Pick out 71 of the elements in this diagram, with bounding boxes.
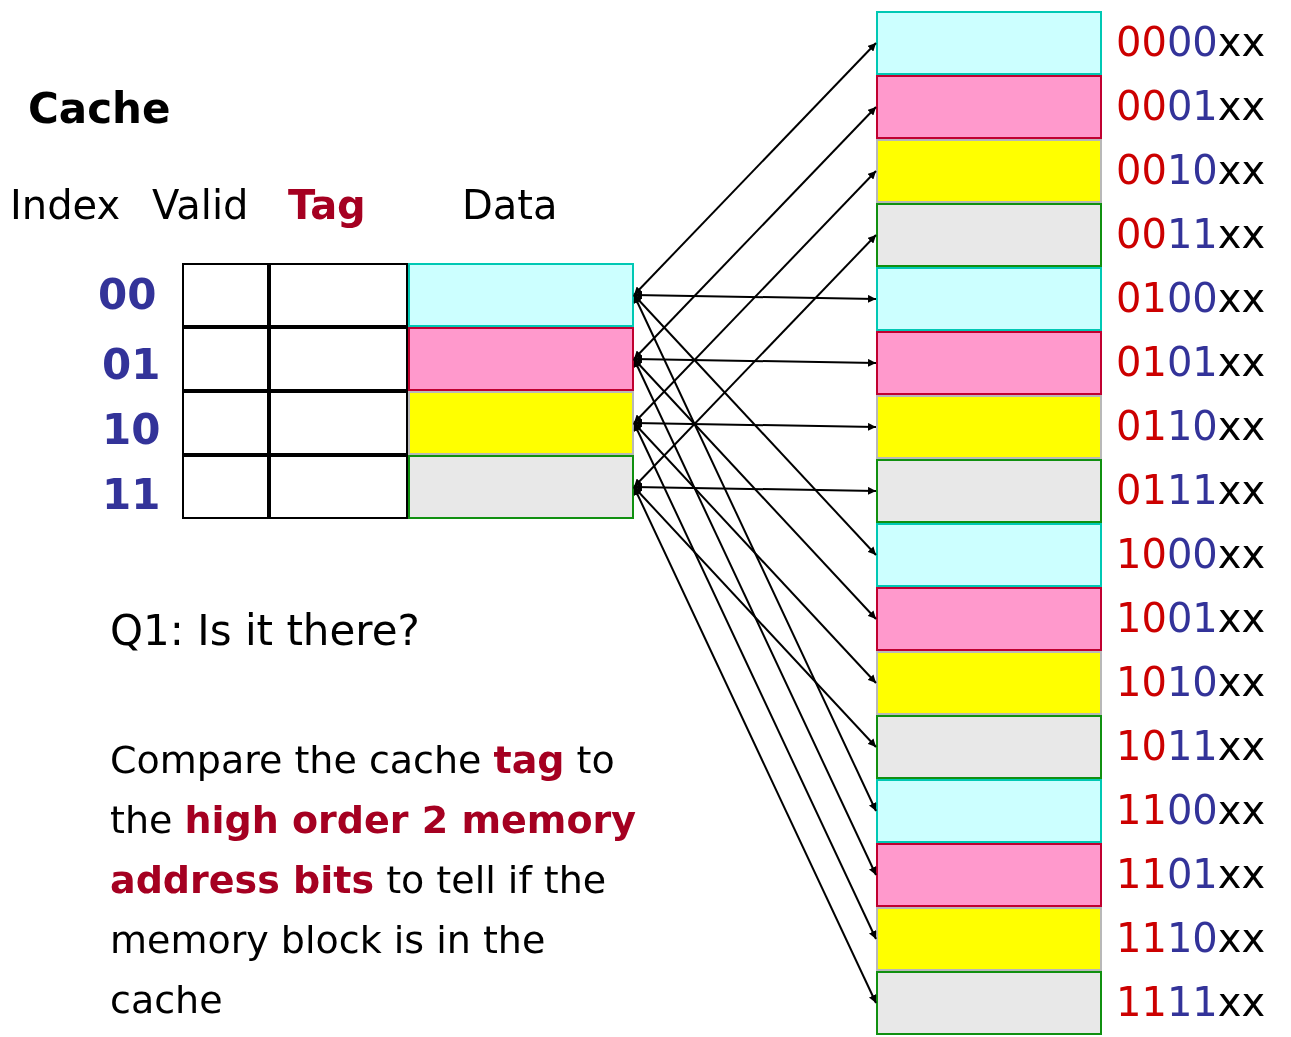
tag-cell: [269, 327, 408, 391]
question-text: Q1: Is it there?: [110, 606, 420, 655]
tag-cell: [269, 391, 408, 455]
memory-block: [876, 715, 1102, 779]
data-cell: [408, 391, 634, 455]
data-cell: [408, 455, 634, 519]
double-arrow: [633, 422, 877, 684]
column-header: Valid: [152, 182, 249, 228]
memory-block: [876, 139, 1102, 203]
explanation-text: Compare the cache tag to the high order 2 memory address bits to tell if the memory block is in the cache: [110, 737, 638, 1024]
index-label: 00: [98, 270, 157, 319]
memory-block: [876, 11, 1102, 75]
section-heading: Cache: [28, 84, 171, 133]
memory-block: [876, 907, 1102, 971]
double-arrow: [633, 294, 877, 812]
double-arrow: [633, 294, 877, 556]
index-label: 10: [102, 405, 161, 454]
double-arrow: [633, 483, 877, 495]
address-label: 0100xx: [1116, 275, 1266, 321]
double-arrow: [633, 170, 877, 424]
valid-cell: [182, 391, 269, 455]
address-label: 0010xx: [1116, 147, 1266, 193]
memory-block: [876, 843, 1102, 907]
address-label: 0110xx: [1116, 403, 1266, 449]
double-arrow: [633, 419, 877, 431]
double-arrow: [633, 422, 877, 940]
tag-cell: [269, 455, 408, 519]
memory-block: [876, 651, 1102, 715]
address-label: 1001xx: [1116, 595, 1266, 641]
index-label: 01: [102, 340, 161, 389]
memory-block: [876, 395, 1102, 459]
address-label: 1111xx: [1116, 979, 1266, 1025]
memory-block: [876, 267, 1102, 331]
valid-cell: [182, 263, 269, 327]
double-arrow: [633, 291, 877, 303]
address-label: 1011xx: [1116, 723, 1266, 769]
double-arrow: [633, 358, 877, 876]
index-label: 11: [102, 470, 161, 519]
valid-cell: [182, 327, 269, 391]
memory-block: [876, 779, 1102, 843]
memory-block: [876, 587, 1102, 651]
memory-block: [876, 971, 1102, 1035]
column-header: Index: [10, 182, 121, 228]
address-label: 1000xx: [1116, 531, 1266, 577]
address-label: 1110xx: [1116, 915, 1266, 961]
address-label: 0001xx: [1116, 83, 1266, 129]
memory-block: [876, 523, 1102, 587]
memory-block: [876, 75, 1102, 139]
double-arrow: [633, 486, 877, 748]
memory-block: [876, 331, 1102, 395]
address-label: 0111xx: [1116, 467, 1266, 513]
data-cell: [408, 263, 634, 327]
memory-block: [876, 459, 1102, 523]
double-arrow: [633, 486, 877, 1004]
memory-block: [876, 203, 1102, 267]
double-arrow: [633, 42, 877, 296]
column-header: Data: [462, 182, 558, 228]
column-header: Tag: [288, 182, 366, 228]
address-label: 1101xx: [1116, 851, 1266, 897]
double-arrow: [633, 358, 877, 620]
address-label: 0101xx: [1116, 339, 1266, 385]
double-arrow: [633, 355, 877, 367]
address-label: 1100xx: [1116, 787, 1266, 833]
tag-cell: [269, 263, 408, 327]
data-cell: [408, 327, 634, 391]
double-arrow: [633, 234, 877, 488]
address-label: 1010xx: [1116, 659, 1266, 705]
double-arrow: [633, 106, 877, 360]
valid-cell: [182, 455, 269, 519]
address-label: 0000xx: [1116, 19, 1266, 65]
address-label: 0011xx: [1116, 211, 1266, 257]
